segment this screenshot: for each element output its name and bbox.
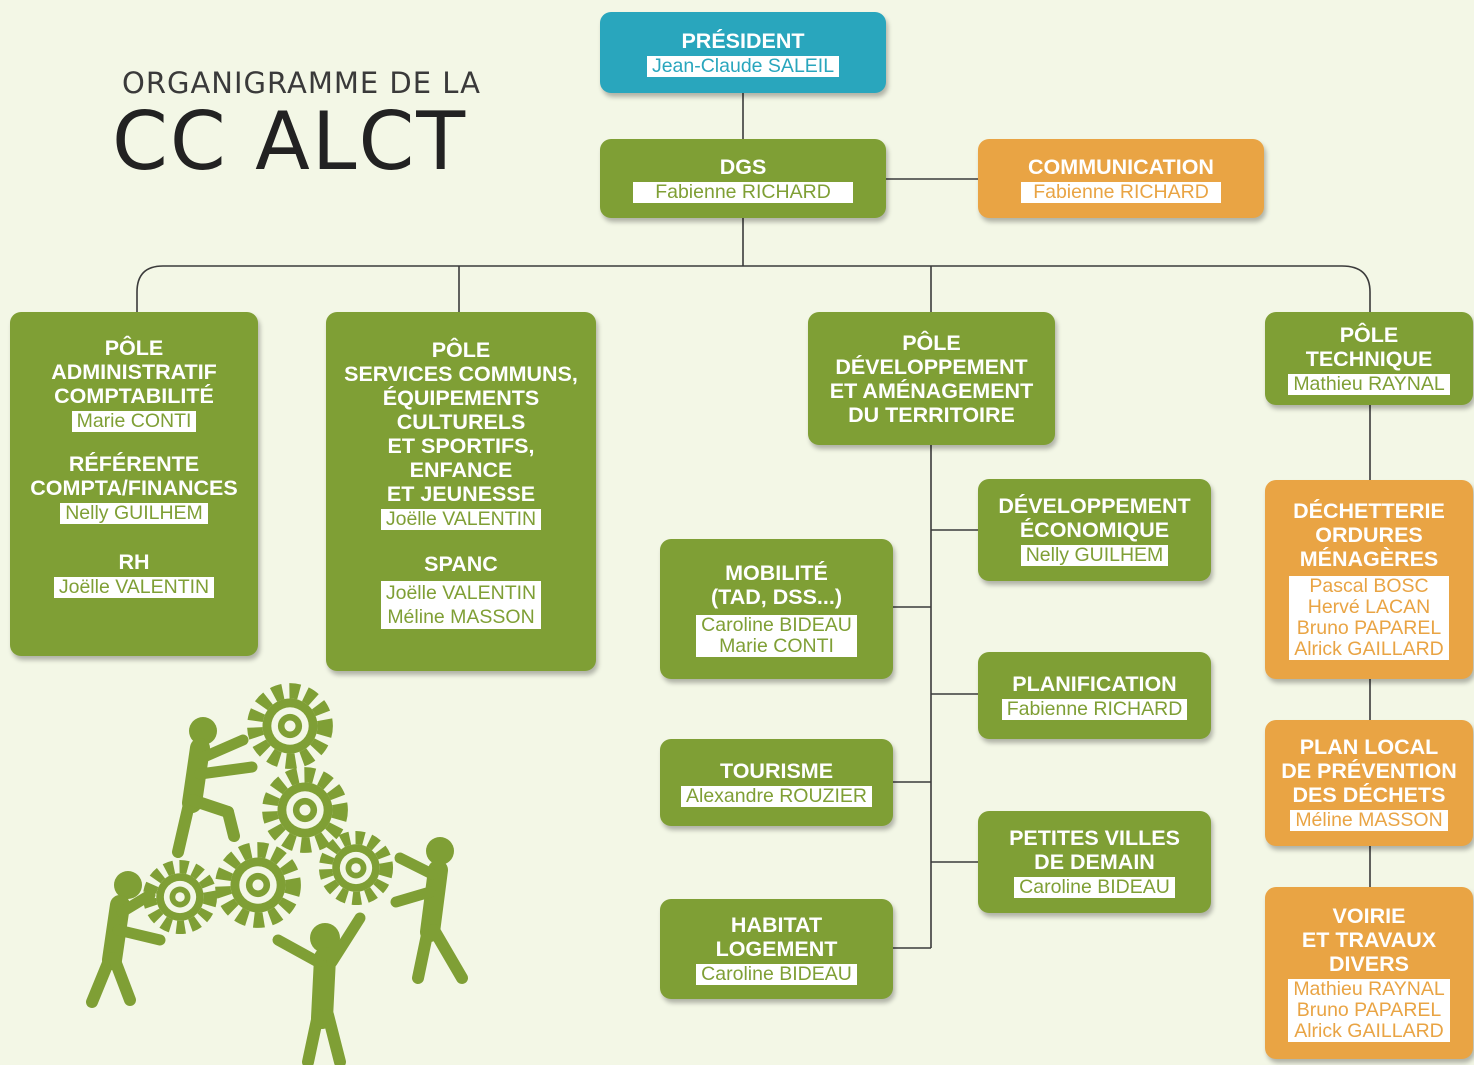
habitat-name: Caroline BIDEAU <box>696 964 857 985</box>
pole-developpement-box: PÔLE DÉVELOPPEMENT ET AMÉNAGEMENT DU TER… <box>808 312 1055 445</box>
person-icon <box>86 717 468 1065</box>
rh-title: RH <box>118 550 150 574</box>
president-box: PRÉSIDENT Jean-Claude SALEIL <box>600 12 886 93</box>
developpement-economique-name: Nelly GUILHEM <box>1020 545 1169 566</box>
tourisme-name: Alexandre ROUZIER <box>681 785 872 807</box>
dgs-name: Fabienne RICHARD <box>633 181 853 203</box>
mobilite-box: MOBILITÉ (TAD, DSS...) Caroline BIDEAU M… <box>660 539 893 679</box>
plan-local-box: PLAN LOCAL DE PRÉVENTION DES DÉCHETS Mél… <box>1265 720 1473 846</box>
dgs-box: DGS Fabienne RICHARD <box>600 139 886 218</box>
habitat-box: HABITAT LOGEMENT Caroline BIDEAU <box>660 899 893 999</box>
pole-technique-name: Mathieu RAYNAL <box>1288 373 1450 395</box>
gear-icon <box>150 691 387 928</box>
voirie-title: VOIRIE ET TRAVAUX DIVERS <box>1301 904 1437 976</box>
plan-local-name: Méline MASSON <box>1290 810 1448 831</box>
pole-services-title: PÔLE SERVICES COMMUNS, ÉQUIPEMENTS CULTU… <box>344 338 578 506</box>
planification-box: PLANIFICATION Fabienne RICHARD <box>978 652 1211 739</box>
communication-title: COMMUNICATION <box>1028 154 1214 179</box>
planification-name: Fabienne RICHARD <box>1001 698 1188 720</box>
pole-services-box: PÔLE SERVICES COMMUNS, ÉQUIPEMENTS CULTU… <box>326 312 596 671</box>
communication-box: COMMUNICATION Fabienne RICHARD <box>978 139 1264 218</box>
planification-title: PLANIFICATION <box>1012 671 1177 696</box>
petites-villes-name: Caroline BIDEAU <box>1014 877 1175 898</box>
voirie-box: VOIRIE ET TRAVAUX DIVERS Mathieu RAYNAL … <box>1265 887 1473 1059</box>
developpement-economique-title: DÉVELOPPEMENT ÉCONOMIQUE <box>998 494 1191 542</box>
chart-title-line1: ORGANIGRAMME DE LA <box>122 66 481 100</box>
petites-villes-title: PETITES VILLES DE DEMAIN <box>1009 826 1180 874</box>
pole-developpement-title: PÔLE DÉVELOPPEMENT ET AMÉNAGEMENT DU TER… <box>829 330 1034 427</box>
rh-name: Joëlle VALENTIN <box>53 577 215 598</box>
dechetterie-box: DÉCHETTERIE ORDURES MÉNAGÈRES Pascal BOS… <box>1265 480 1473 679</box>
dechetterie-title: DÉCHETTERIE ORDURES MÉNAGÈRES <box>1293 499 1445 571</box>
spanc-title: SPANC <box>424 552 498 576</box>
petites-villes-box: PETITES VILLES DE DEMAIN Caroline BIDEAU <box>978 811 1211 913</box>
habitat-title: HABITAT LOGEMENT <box>715 913 838 961</box>
pole-services-name: Joëlle VALENTIN <box>380 509 542 530</box>
mobilite-names: Caroline BIDEAU Marie CONTI <box>696 615 857 657</box>
dechetterie-names: Pascal BOSC Hervé LACAN Bruno PAPAREL Al… <box>1289 576 1449 660</box>
referente-name: Nelly GUILHEM <box>60 503 208 524</box>
voirie-names: Mathieu RAYNAL Bruno PAPAREL Alrick GAIL… <box>1288 979 1450 1042</box>
chart-title-line2: CC ALCT <box>112 95 468 188</box>
spanc-names: Joëlle VALENTIN Méline MASSON <box>380 581 542 629</box>
president-name: Jean-Claude SALEIL <box>646 55 840 77</box>
president-title: PRÉSIDENT <box>681 28 805 53</box>
referente-title: RÉFÉRENTE COMPTA/FINANCES <box>30 452 238 500</box>
pole-technique-box: PÔLE TECHNIQUE Mathieu RAYNAL <box>1265 312 1473 405</box>
mobilite-title: MOBILITÉ (TAD, DSS...) <box>711 561 842 609</box>
developpement-economique-box: DÉVELOPPEMENT ÉCONOMIQUE Nelly GUILHEM <box>978 479 1211 581</box>
pole-administratif-title: PÔLE ADMINISTRATIF COMPTABILITÉ <box>51 336 217 408</box>
pole-administratif-box: PÔLE ADMINISTRATIF COMPTABILITÉ Marie CO… <box>10 312 258 656</box>
dgs-title: DGS <box>719 154 767 179</box>
plan-local-title: PLAN LOCAL DE PRÉVENTION DES DÉCHETS <box>1281 735 1457 807</box>
pole-technique-title: PÔLE TECHNIQUE <box>1305 322 1433 371</box>
tourisme-title: TOURISME <box>719 758 834 783</box>
pole-administratif-name: Marie CONTI <box>71 411 197 432</box>
communication-name: Fabienne RICHARD <box>1021 181 1221 203</box>
tourisme-box: TOURISME Alexandre ROUZIER <box>660 739 893 826</box>
